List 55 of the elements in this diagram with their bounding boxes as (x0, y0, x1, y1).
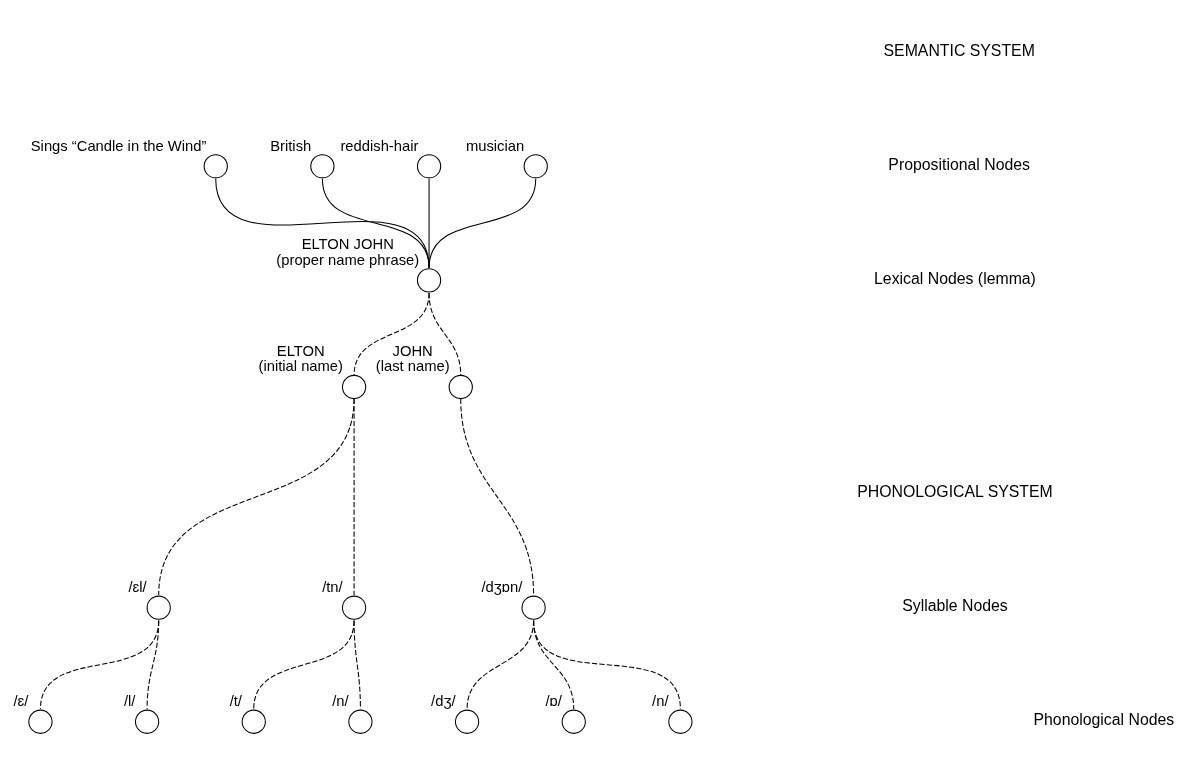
node-circle (134, 709, 160, 734)
node-label: /tn/ (322, 579, 343, 596)
node-label: musician (465, 137, 525, 154)
node-label: /l/ (123, 693, 136, 710)
node-label: (last name) (375, 358, 450, 375)
label: Propositional Nodes (888, 155, 1031, 173)
node-circle (241, 709, 266, 734)
node-label: ELTON JOHN (301, 235, 394, 252)
node-label: reddish-hair (340, 137, 419, 154)
node-label: /dʒɒn/ (481, 579, 523, 596)
node-circle (668, 709, 693, 734)
node-label: Sings “Candle in the Wind” (30, 137, 207, 154)
node-label: /ɛl/ (128, 579, 147, 596)
node-circle (146, 595, 171, 620)
node-label: /ɒ/ (545, 693, 562, 710)
node-label: (proper name phrase) (276, 251, 420, 268)
node-circle (561, 709, 586, 734)
node-label: British (270, 137, 312, 154)
connector (146, 619, 160, 710)
label: Phonological Nodes (1033, 711, 1175, 729)
connector (321, 178, 430, 269)
connector (533, 619, 681, 710)
connector (428, 178, 430, 269)
label: Lexical Nodes (lemma) (874, 270, 1036, 288)
node-circle (416, 154, 442, 179)
node-label: /t/ (229, 693, 242, 710)
connector (353, 398, 355, 596)
node-circle (523, 154, 548, 179)
label: PHONOLOGICAL SYSTEM (857, 483, 1053, 501)
connector (353, 619, 361, 710)
node-circle (341, 595, 367, 620)
node-circle (448, 374, 473, 400)
node-label: /dʒ/ (431, 693, 456, 710)
node-circle (310, 154, 335, 179)
connector (428, 178, 537, 269)
node-label: /n/ (652, 693, 669, 710)
label: SEMANTIC SYSTEM (883, 41, 1035, 59)
node-circle (203, 154, 228, 179)
node-label: /n/ (332, 693, 349, 710)
node-label: JOHN (392, 342, 433, 359)
connector (460, 398, 535, 596)
node-circle (454, 709, 480, 734)
node-label: /ɛ/ (13, 693, 29, 710)
label: Syllable Nodes (902, 597, 1008, 615)
node-circle (341, 374, 367, 400)
connector (39, 619, 160, 710)
connector (215, 178, 430, 269)
node-label: ELTON (276, 342, 325, 359)
node-circle (521, 595, 546, 620)
connector (428, 292, 462, 376)
connector (158, 398, 355, 596)
node-circle (28, 709, 53, 734)
node-circle (348, 709, 373, 734)
node-label: (initial name) (258, 358, 344, 375)
node-circle (416, 268, 442, 293)
